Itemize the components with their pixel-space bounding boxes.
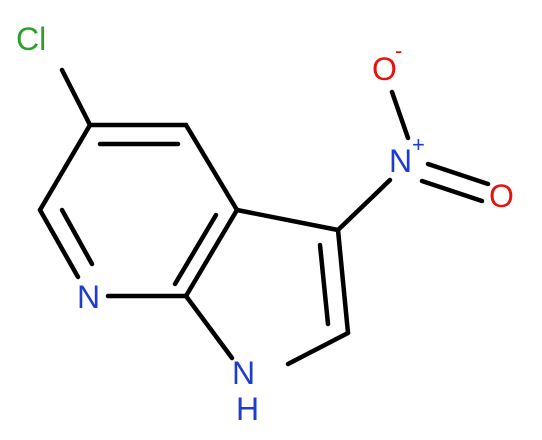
bond-c3-c2-inner <box>317 242 331 327</box>
bond-c5-c6 <box>37 122 93 213</box>
atom-nh-n: N <box>232 355 255 391</box>
bond-c6-n7 <box>37 207 81 280</box>
charge-plus: + <box>412 132 425 157</box>
bond-nnitro-odouble-b <box>419 178 485 204</box>
bonds <box>37 67 491 367</box>
atom-o-double: O <box>489 178 514 214</box>
atom-labels: Cl N N H N + O - O <box>16 21 514 427</box>
bond-c3-c2 <box>335 227 351 336</box>
atom-n-nitro: N <box>389 143 412 179</box>
bond-n1-c7a <box>183 293 235 361</box>
bond-c3-nnitro <box>335 177 393 233</box>
bond-c5-cl <box>59 67 93 128</box>
bond-c3a-c7a-inner <box>172 212 219 287</box>
charge-minus: - <box>395 38 402 63</box>
bond-c3a-c3 <box>234 207 341 233</box>
bond-c3a-c7a <box>183 207 240 299</box>
atom-o-minus: O <box>372 51 397 87</box>
atom-cl: Cl <box>16 21 46 57</box>
bond-c2-n1 <box>285 330 351 367</box>
bond-nnitro-ominus <box>389 89 411 141</box>
atom-nh-h: H <box>236 391 259 427</box>
bond-nnitro-odouble-a <box>425 161 491 187</box>
atom-n-pyridine: N <box>77 279 100 315</box>
bond-c4-c3a <box>183 122 240 213</box>
bond-c6-n7-inner <box>59 207 95 267</box>
